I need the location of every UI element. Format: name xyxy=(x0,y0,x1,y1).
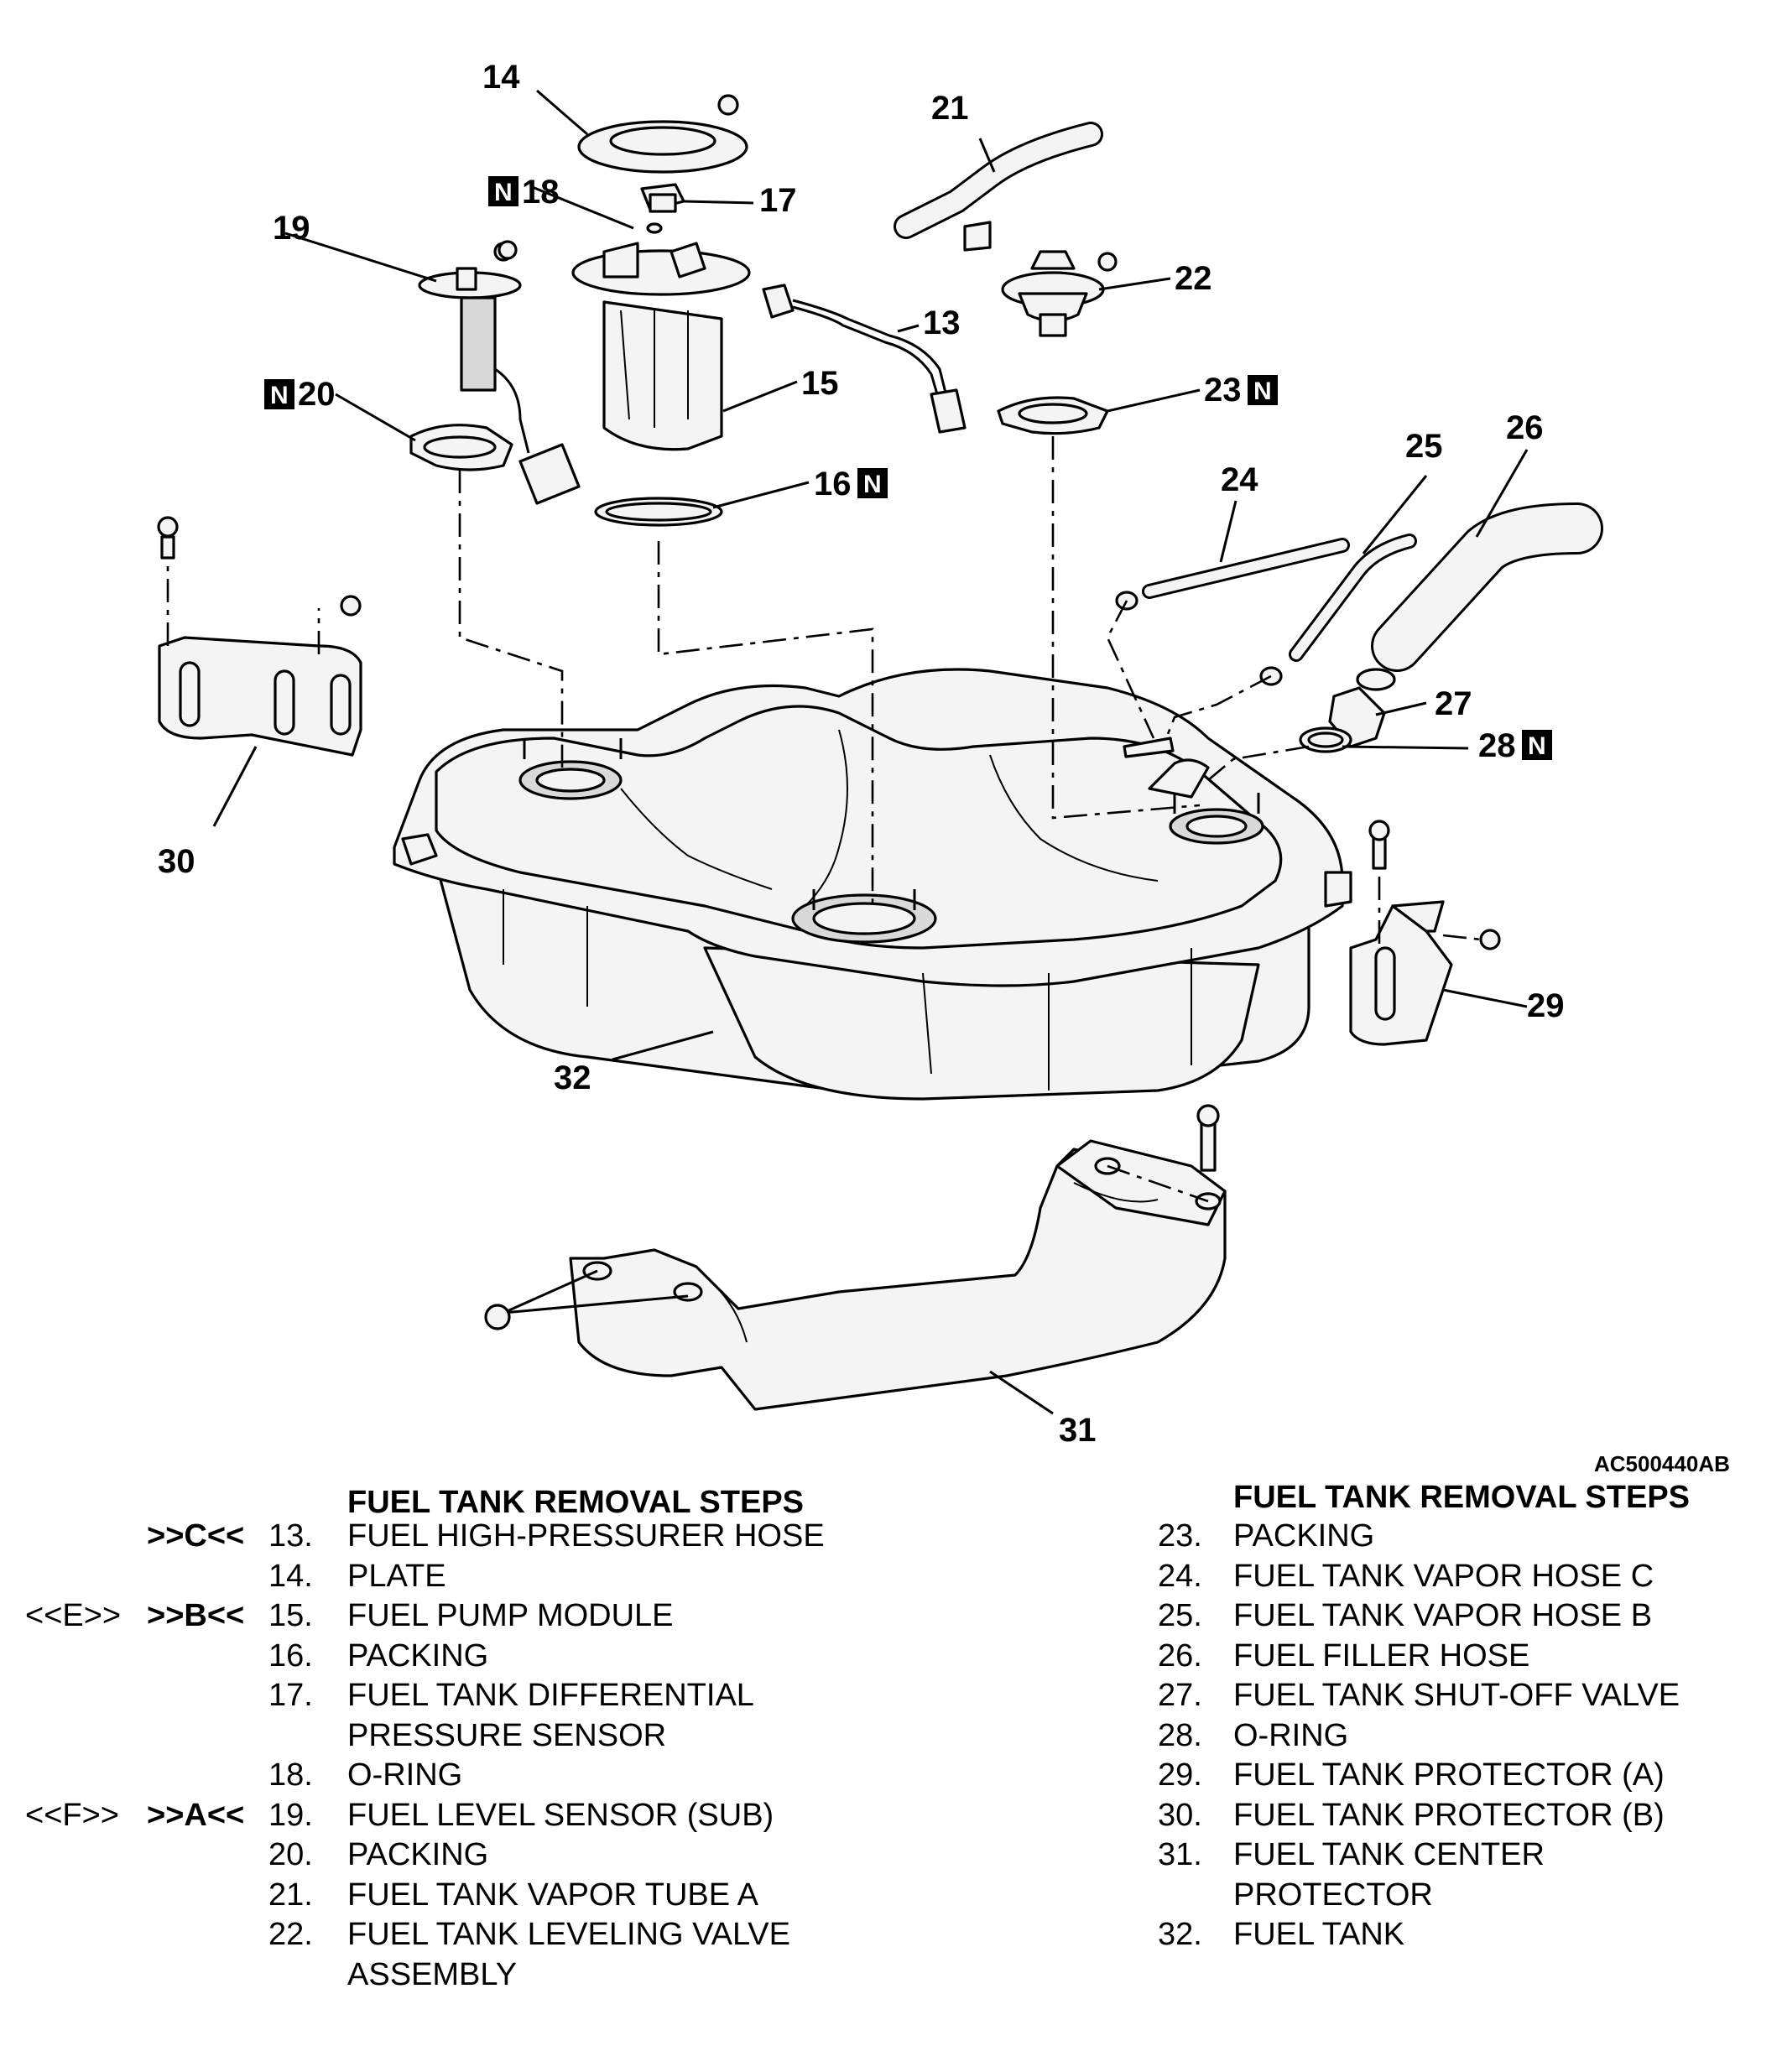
step-row: 26.FUEL FILLER HOSE xyxy=(1158,1637,1530,1674)
step-row: ASSEMBLY xyxy=(347,1956,518,1992)
fuel-tank-drawing xyxy=(393,668,1352,1101)
callout-32: 32 xyxy=(554,1059,591,1096)
packing-20-drawing xyxy=(409,424,513,471)
callout-16: 16 xyxy=(814,466,852,502)
callout-26: 26 xyxy=(1506,409,1544,446)
callout-31: 31 xyxy=(1059,1412,1097,1443)
new-part-badge-18: N xyxy=(488,176,518,206)
callout-29: 29 xyxy=(1527,987,1565,1024)
protector-b-drawing xyxy=(157,516,362,757)
step-row: 24.FUEL TANK VAPOR HOSE C xyxy=(1158,1558,1654,1594)
shut-off-valve-drawing xyxy=(1207,668,1396,781)
step-row: 27.FUEL TANK SHUT-OFF VALVE xyxy=(1158,1678,1680,1713)
step-row: 29.FUEL TANK PROTECTOR (A) xyxy=(1158,1757,1665,1793)
svg-text:N: N xyxy=(270,382,289,409)
figure-code: AC500440AB xyxy=(1594,1451,1730,1476)
step-row: 20.PACKING xyxy=(268,1837,489,1872)
callout-21: 21 xyxy=(931,90,969,127)
callout-23: 23 xyxy=(1204,372,1242,409)
step-row: PROTECTOR xyxy=(1233,1877,1433,1913)
alignment-lines xyxy=(458,436,1201,906)
callout-25: 25 xyxy=(1405,428,1443,465)
step-row: PRESSURE SENSOR xyxy=(347,1717,667,1753)
steps-list: >>C<<13.FUEL HIGH-PRESSURER HOSE 14.PLAT… xyxy=(25,1517,881,1995)
step-row: 32.FUEL TANK xyxy=(1158,1917,1405,1952)
step-row: 14.PLATE xyxy=(268,1558,446,1594)
new-part-badge-16: N xyxy=(857,468,888,498)
protector-a-drawing xyxy=(1349,820,1501,1046)
filler-hose-drawing xyxy=(1371,502,1603,672)
callout-13: 13 xyxy=(923,305,961,341)
callout-20: 20 xyxy=(298,376,336,413)
step-row: >>C<<13.FUEL HIGH-PRESSURER HOSE xyxy=(147,1518,825,1554)
callout-27: 27 xyxy=(1435,685,1472,722)
step-row: <<E>>>>B<<15.FUEL PUMP MODULE xyxy=(25,1598,674,1633)
packing-16-drawing xyxy=(594,497,723,527)
callout-19: 19 xyxy=(273,210,310,247)
vapor-hoses-drawing xyxy=(1106,534,1417,758)
new-part-badge-23: N xyxy=(1248,375,1278,405)
callout-18: 18 xyxy=(522,174,560,211)
step-row: 21.FUEL TANK VAPOR TUBE A xyxy=(268,1877,758,1913)
svg-text:N: N xyxy=(863,471,882,498)
callout-17: 17 xyxy=(759,182,797,219)
step-row: 22.FUEL TANK LEVELING VALVE xyxy=(268,1917,790,1952)
svg-text:N: N xyxy=(1253,377,1272,405)
new-part-badge-28: N xyxy=(1522,730,1552,760)
packing-23-drawing xyxy=(997,396,1109,435)
high-pressure-hose-drawing xyxy=(762,284,967,434)
step-row: 31.FUEL TANK CENTER xyxy=(1158,1837,1545,1872)
leveling-valve-drawing xyxy=(1001,250,1118,337)
fuel-pump-module-drawing xyxy=(498,240,751,451)
callout-28: 28 xyxy=(1478,727,1516,764)
callout-14: 14 xyxy=(482,59,520,96)
step-row: <<F>>>>A<<19.FUEL LEVEL SENSOR (SUB) xyxy=(25,1797,774,1833)
callout-15: 15 xyxy=(801,365,839,402)
svg-text:N: N xyxy=(1528,732,1546,760)
step-row: 25.FUEL TANK VAPOR HOSE B xyxy=(1158,1598,1653,1633)
step-row: 16.PACKING xyxy=(268,1637,489,1674)
plate-drawing xyxy=(577,94,748,174)
exploded-parts-diagram: 14 21 17 18 19 22 13 15 20 23 16 24 25 2… xyxy=(157,59,1603,1443)
pressure-sensor-drawing xyxy=(640,183,685,234)
new-part-badge-20: N xyxy=(264,379,294,409)
step-row: 18.O-RING xyxy=(268,1757,463,1793)
callout-24: 24 xyxy=(1221,461,1258,498)
vapor-tube-a-drawing xyxy=(894,122,1103,252)
steps-heading: FUEL TANK REMOVAL STEPS xyxy=(1233,1480,1691,1515)
step-row: 17.FUEL TANK DIFFERENTIAL xyxy=(268,1678,754,1713)
callout-22: 22 xyxy=(1175,260,1212,297)
step-row: 23.PACKING xyxy=(1158,1518,1375,1554)
steps-list: 23.PACKING 24.FUEL TANK VAPOR HOSE C 25.… xyxy=(1158,1517,1779,1955)
step-row: 30.FUEL TANK PROTECTOR (B) xyxy=(1158,1797,1665,1833)
step-row: 28.O-RING xyxy=(1158,1717,1349,1753)
steps-heading: FUEL TANK REMOVAL STEPS xyxy=(347,1485,805,1520)
center-protector-drawing xyxy=(484,1104,1227,1411)
leader-lines xyxy=(212,89,1529,1415)
callout-30: 30 xyxy=(158,843,195,880)
svg-text:N: N xyxy=(494,179,513,206)
